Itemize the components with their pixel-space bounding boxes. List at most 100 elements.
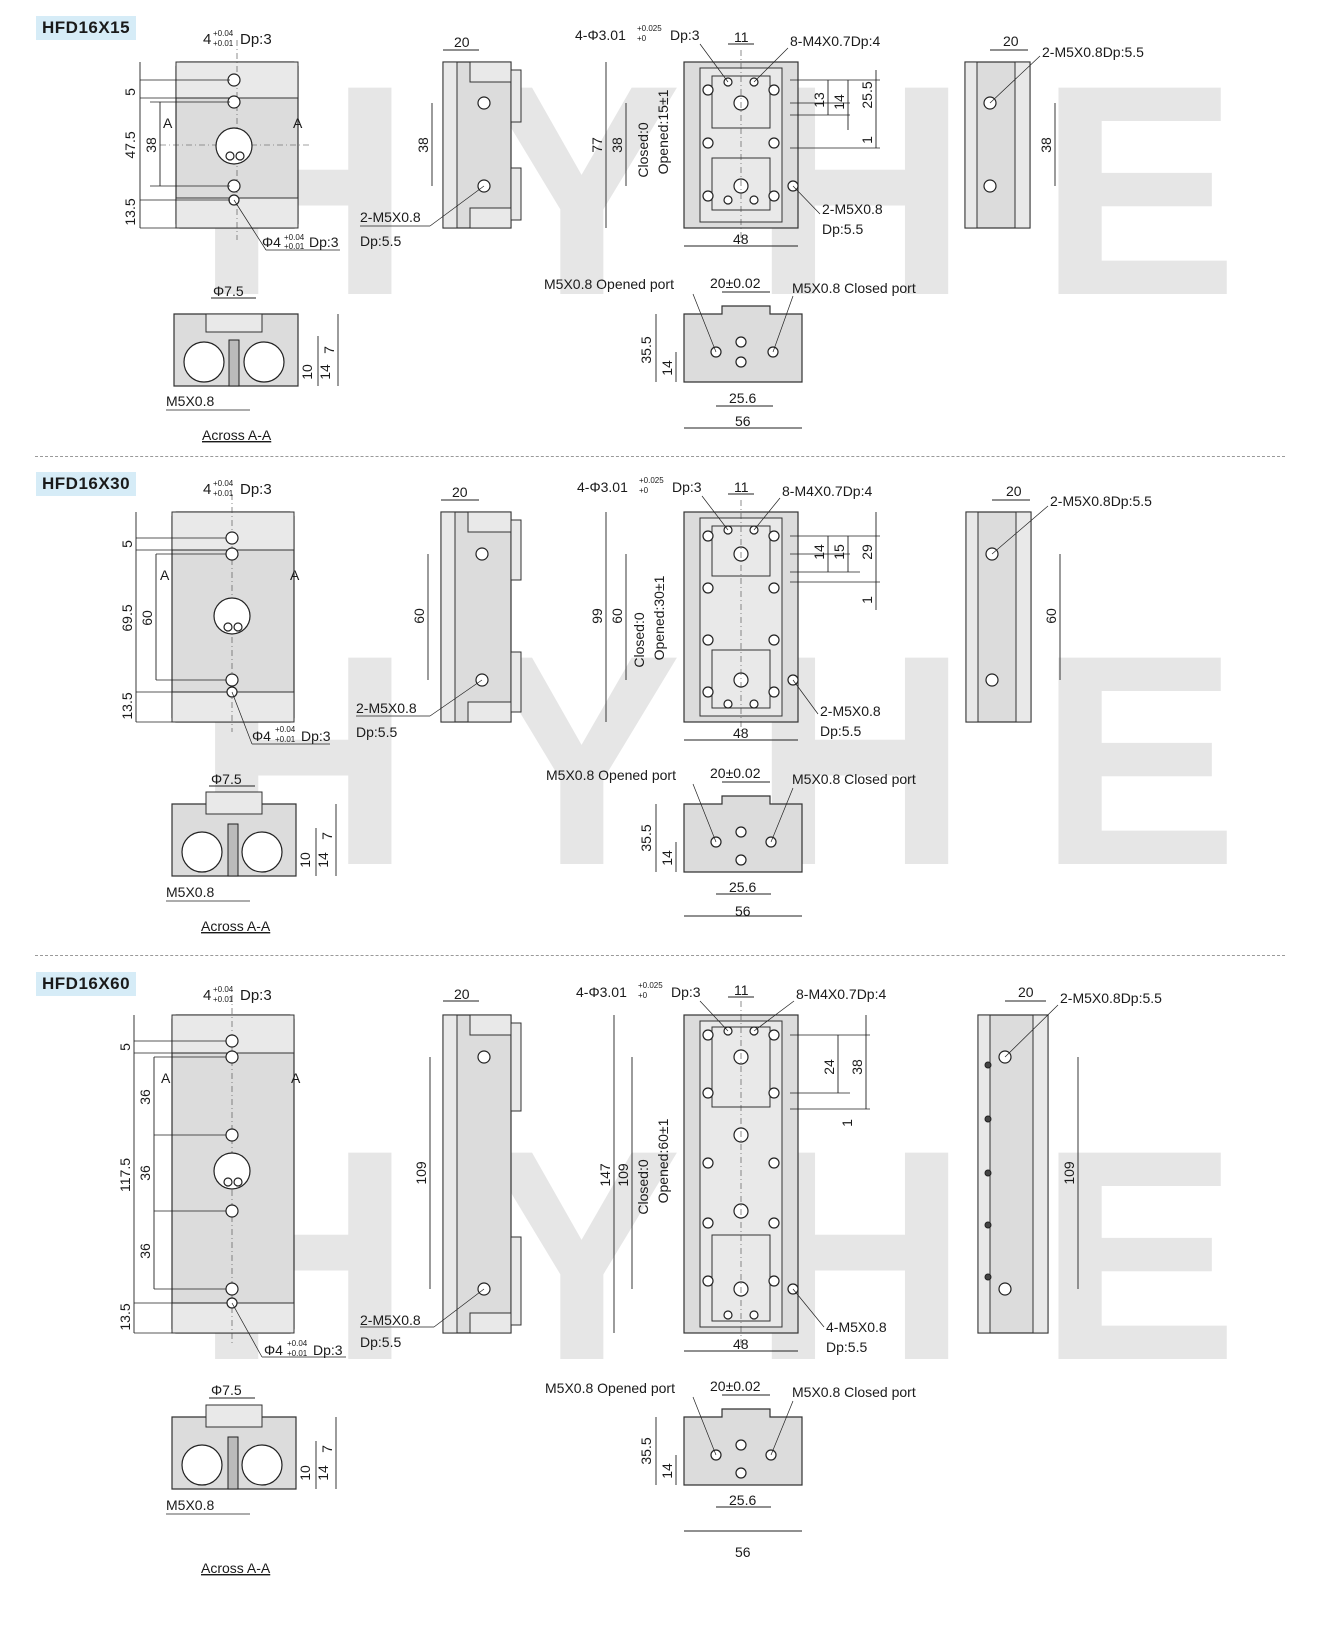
end-view: M5X0.8 Opened port M5X0.8 Closed port 20… [546, 765, 916, 919]
hole-callout: Dp:3 [309, 234, 339, 250]
tol-label: +0.01 [213, 39, 234, 48]
thread-callout: M5X0.8 [166, 1497, 214, 1513]
top-view: 147 109 Closed:0 Opened:60±1 24 38 1 11 … [576, 981, 887, 1355]
dim-label: 109 [413, 1161, 429, 1185]
dim-label: 117.5 [117, 1158, 133, 1192]
thread-callout: M5X0.8 [166, 884, 214, 900]
dim-label: 4 [203, 481, 211, 498]
dim-label: 36 [137, 1165, 153, 1181]
dim-label: 7 [319, 1445, 335, 1453]
section-mark-a: A [290, 567, 300, 583]
stroke-closed: Closed:0 [631, 612, 647, 667]
front-view: 5 47.5 38 13.5 A A 4 +0.04 +0.01 Dp:3 Φ4… [122, 29, 340, 251]
port-callout: Dp:5.5 [360, 1334, 401, 1350]
tol-label: +0.04 [213, 479, 234, 488]
drawing-hfd16x15: 5 47.5 38 13.5 A A 4 +0.04 +0.01 Dp:3 Φ4… [122, 24, 1144, 443]
dim-label: 35.5 [638, 1437, 654, 1464]
dim-label: 14 [659, 850, 675, 866]
end-view: M5X0.8 Opened port M5X0.8 Closed port 20… [545, 1378, 916, 1560]
tol-label: +0.025 [638, 981, 663, 990]
hole-callout: Φ4 [252, 728, 271, 744]
section-divider [35, 955, 1285, 956]
dim-label: 4 [203, 987, 211, 1004]
section-mark-a: A [160, 567, 170, 583]
port-label-closed: M5X0.8 Closed port [792, 1384, 916, 1400]
hole-callout: Dp:3 [670, 27, 700, 43]
dim-label: 60 [609, 608, 625, 624]
tol-label: +0 [638, 991, 648, 1000]
port-callout: Dp:5.5 [820, 723, 861, 739]
dim-label: 56 [735, 903, 751, 919]
thread-callout: 8-M4X0.7Dp:4 [790, 33, 880, 49]
dim-label: 15 [831, 544, 847, 560]
dim-label: 48 [733, 725, 749, 741]
dim-label: 38 [849, 1059, 865, 1075]
end-view: M5X0.8 Opened port M5X0.8 Closed port 20… [544, 275, 916, 429]
dim-label: 69.5 [119, 604, 135, 631]
thread-callout: 8-M4X0.7Dp:4 [796, 986, 886, 1002]
dim-label: 5 [119, 540, 135, 548]
dim-label: 35.5 [638, 336, 654, 363]
dim-label: 14 [659, 1463, 675, 1479]
tol-label: +0 [637, 34, 647, 43]
port-callout: 2-M5X0.8 [822, 201, 883, 217]
dim-label: 25.6 [729, 390, 756, 406]
dim-label: 13.5 [117, 1303, 133, 1330]
port-callout: Dp:5.5 [356, 724, 397, 740]
hole-callout: Dp:3 [672, 479, 702, 495]
dim-label: 48 [733, 231, 749, 247]
dim-label: 1 [839, 1119, 855, 1127]
dim-label: 38 [415, 137, 431, 153]
hole-callout: Dp:3 [671, 984, 701, 1000]
dim-label: 20 [452, 484, 468, 500]
dim-label: 60 [1043, 608, 1059, 624]
side-view: 20 38 2-M5X0.8 Dp:5.5 [360, 34, 522, 249]
dim-label: 77 [589, 137, 605, 153]
tol-label: +0.01 [213, 489, 234, 498]
dim-label: 10 [297, 1465, 313, 1481]
dim-label: 11 [734, 982, 749, 998]
dim-label: 147 [597, 1163, 613, 1187]
dim-label: 7 [319, 832, 335, 840]
side-view: 20 60 2-M5X0.8 Dp:5.5 [356, 484, 522, 740]
dim-label: 10 [299, 364, 315, 380]
dim-label: 1 [859, 136, 875, 144]
hole-callout: Φ4 [264, 1342, 283, 1358]
tol-label: +0.01 [275, 735, 296, 744]
port-callout: Dp:5.5 [822, 221, 863, 237]
port-label-opened: M5X0.8 Opened port [544, 276, 674, 292]
port-callout: 2-M5X0.8Dp:5.5 [1042, 44, 1144, 60]
section-caption: Across A-A [201, 918, 271, 934]
port-callout: 2-M5X0.8 [820, 703, 881, 719]
dim-label: Dp:3 [240, 481, 272, 498]
dim-label: Dp:3 [240, 987, 272, 1004]
dim-label: 29 [859, 544, 875, 560]
tol-label: +0.01 [287, 1349, 308, 1358]
dim-label: 13 [811, 92, 827, 108]
dim-label: 5 [117, 1043, 133, 1051]
dim-label: 25.6 [729, 1492, 756, 1508]
dim-label: 20±0.02 [710, 765, 761, 781]
dim-label: 25.5 [859, 81, 875, 108]
dim-label: 36 [137, 1089, 153, 1105]
tol-label: +0.025 [639, 476, 664, 485]
tol-label: +0 [639, 486, 649, 495]
top-view: 77 38 Closed:0 Opened:15±1 13 14 25.5 1 … [575, 24, 883, 247]
section-divider [35, 456, 1285, 457]
dim-label: 20 [454, 986, 470, 1002]
dim-label: 13.5 [122, 198, 138, 225]
dim-label: 14 [831, 94, 847, 110]
section-mark-a: A [291, 1070, 301, 1086]
dim-label: 10 [297, 852, 313, 868]
tol-label: +0.04 [275, 725, 296, 734]
section-caption: Across A-A [201, 1560, 271, 1576]
hole-callout: Dp:3 [313, 1342, 343, 1358]
section-mark-a: A [293, 115, 303, 131]
right-view: 20 2-M5X0.8Dp:5.5 60 [965, 483, 1152, 723]
dim-label: 14 [315, 1465, 331, 1481]
port-callout: 2-M5X0.8 [360, 209, 421, 225]
dim-label: 13.5 [119, 692, 135, 719]
port-callout: 2-M5X0.8 [356, 700, 417, 716]
port-label-opened: M5X0.8 Opened port [545, 1380, 675, 1396]
stroke-closed: Closed:0 [635, 1159, 651, 1214]
